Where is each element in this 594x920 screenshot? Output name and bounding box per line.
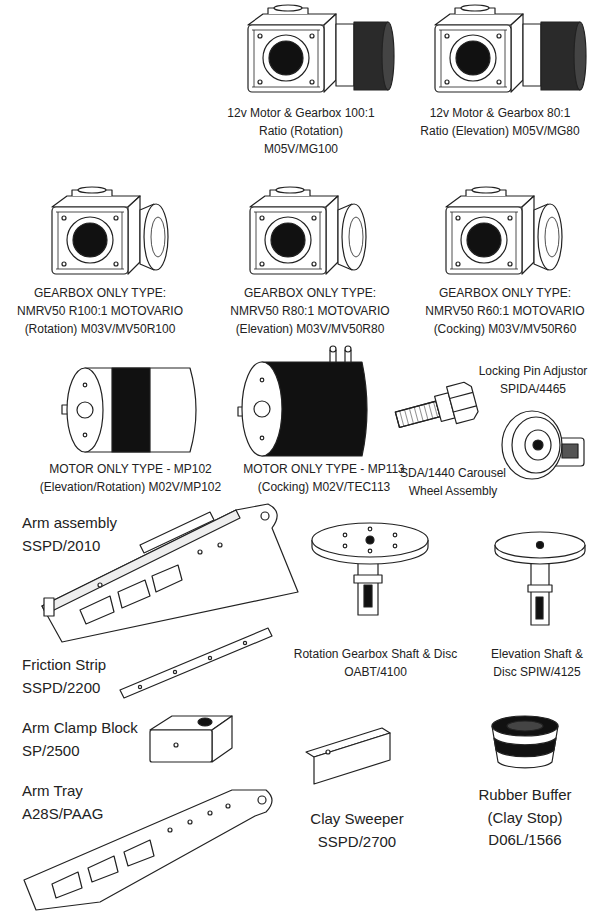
part-label: Rubber Buffer (Clay Stop) D06L/1566 bbox=[468, 784, 582, 852]
part-label: Arm assembly SSPD/2010 bbox=[22, 512, 134, 557]
motor-gearbox bbox=[248, 5, 394, 92]
carousel-wheel bbox=[502, 411, 584, 479]
locking-pin-adjustor bbox=[392, 381, 479, 438]
motor bbox=[62, 368, 196, 452]
part-label: Arm Clamp Block SP/2500 bbox=[22, 717, 152, 762]
elevation-shaft-disc bbox=[495, 532, 585, 625]
part-label: Arm Tray A28S/PAAG bbox=[22, 780, 112, 825]
part-label: GEARBOX ONLY TYPE: NMRV50 R100:1 MOTOVAR… bbox=[14, 284, 186, 338]
part-label: MOTOR ONLY TYPE - MP102 (Elevation/Rotat… bbox=[28, 460, 233, 496]
rubber-buffer bbox=[492, 716, 558, 768]
part-label: Clay Sweeper SSPD/2700 bbox=[296, 808, 418, 853]
part-label: 12v Motor & Gearbox 100:1 Ratio (Rotatio… bbox=[222, 104, 380, 158]
gearbox bbox=[250, 187, 366, 274]
part-label: Friction Strip SSPD/2200 bbox=[22, 654, 134, 699]
rotation-shaft-disc bbox=[312, 523, 428, 615]
part-label: 12v Motor & Gearbox 80:1 Ratio (Elevatio… bbox=[420, 104, 580, 140]
part-label: MOTOR ONLY TYPE - MP113 (Cocking) M02V/T… bbox=[238, 460, 410, 496]
motor bbox=[238, 346, 367, 456]
part-label: Locking Pin Adjustor SPIDA/4465 bbox=[476, 362, 590, 398]
part-label: SDA/1440 Carousel Wheel Assembly bbox=[395, 464, 511, 500]
part-label: Elevation Shaft & Disc SPIW/4125 bbox=[484, 645, 590, 681]
part-label: Rotation Gearbox Shaft & Disc OABT/4100 bbox=[278, 645, 473, 681]
arm-clamp-block bbox=[150, 716, 232, 762]
part-label: GEARBOX ONLY TYPE: NMRV50 R60:1 MOTOVARI… bbox=[420, 284, 590, 338]
part-label: GEARBOX ONLY TYPE: NMRV50 R80:1 MOTOVARI… bbox=[226, 284, 394, 338]
friction-strip bbox=[120, 628, 272, 698]
gearbox bbox=[446, 187, 562, 274]
motor-gearbox bbox=[435, 5, 586, 92]
gearbox bbox=[52, 187, 168, 274]
clay-sweeper bbox=[306, 728, 390, 784]
